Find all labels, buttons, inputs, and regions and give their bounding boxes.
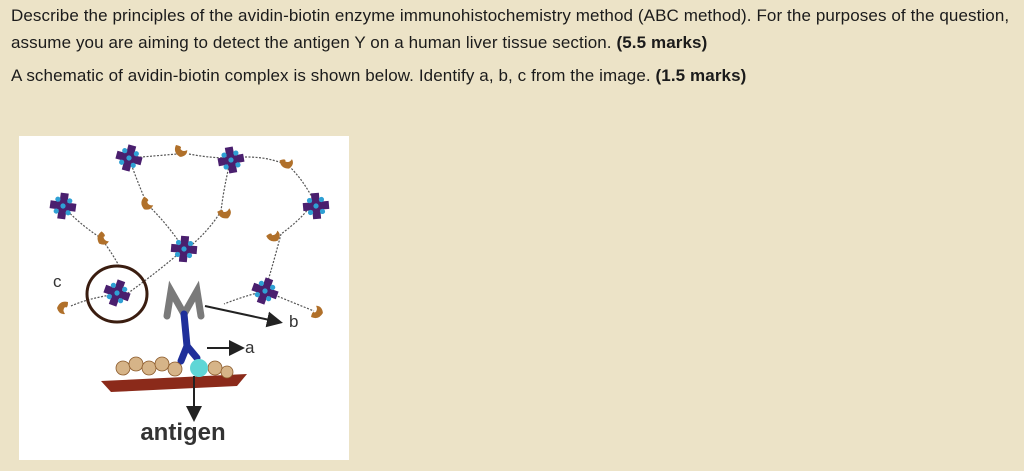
- tissue-section: [101, 356, 247, 392]
- annotation-arrows: [186, 305, 283, 422]
- label-a: a: [245, 338, 255, 357]
- question-part-1: Describe the principles of the avidin-bi…: [11, 2, 1021, 56]
- label-c: c: [53, 272, 62, 291]
- schematic-drawing: [48, 142, 331, 422]
- question-text: Describe the principles of the avidin-bi…: [11, 2, 1021, 89]
- primary-antibody: [177, 310, 201, 365]
- abc-complex-schematic: c b a antigen: [19, 136, 349, 460]
- antigen-label: antigen: [140, 419, 226, 446]
- question-part-2-text: A schematic of avidin-biotin complex is …: [11, 66, 651, 85]
- question-part-2-marks: (1.5 marks): [655, 66, 747, 85]
- label-b: b: [289, 312, 299, 331]
- question-part-2: A schematic of avidin-biotin complex is …: [11, 62, 1021, 89]
- question-part-1-marks: (5.5 marks): [616, 33, 708, 52]
- label-c-circle: [85, 264, 149, 324]
- question-part-1-text: Describe the principles of the avidin-bi…: [11, 6, 1010, 52]
- antigen-molecule: [190, 359, 208, 377]
